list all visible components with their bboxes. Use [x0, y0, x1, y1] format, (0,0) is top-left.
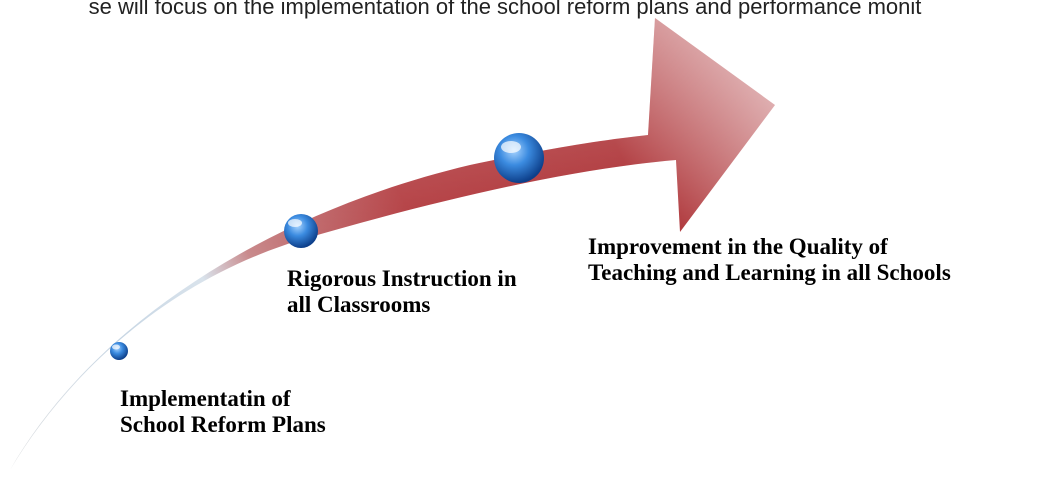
- intro-text: se will focus on the implementation of t…: [88, 0, 922, 19]
- step-label-rigorous-instruction: Rigorous Instruction in all Classrooms: [287, 266, 517, 318]
- step-3-line-2: Teaching and Learning in all Schools: [588, 260, 951, 285]
- step-1-line-2: School Reform Plans: [120, 412, 326, 437]
- step-2-line-1: Rigorous Instruction in: [287, 266, 517, 291]
- step-label-quality-improvement: Improvement in the Quality of Teaching a…: [588, 234, 951, 286]
- milestone-sphere-2: [284, 214, 318, 248]
- swoosh-arrow-sheen: [10, 18, 775, 470]
- step-label-implementation: Implementatin of School Reform Plans: [120, 386, 326, 438]
- intro-text-line: se will focus on the implementation of t…: [0, 0, 1037, 20]
- step-1-line-1: Implementatin of: [120, 386, 291, 411]
- milestone-sphere-3: [494, 133, 544, 183]
- step-2-line-2: all Classrooms: [287, 292, 431, 317]
- milestone-sphere-1: [110, 342, 128, 360]
- step-3-line-1: Improvement in the Quality of: [588, 234, 888, 259]
